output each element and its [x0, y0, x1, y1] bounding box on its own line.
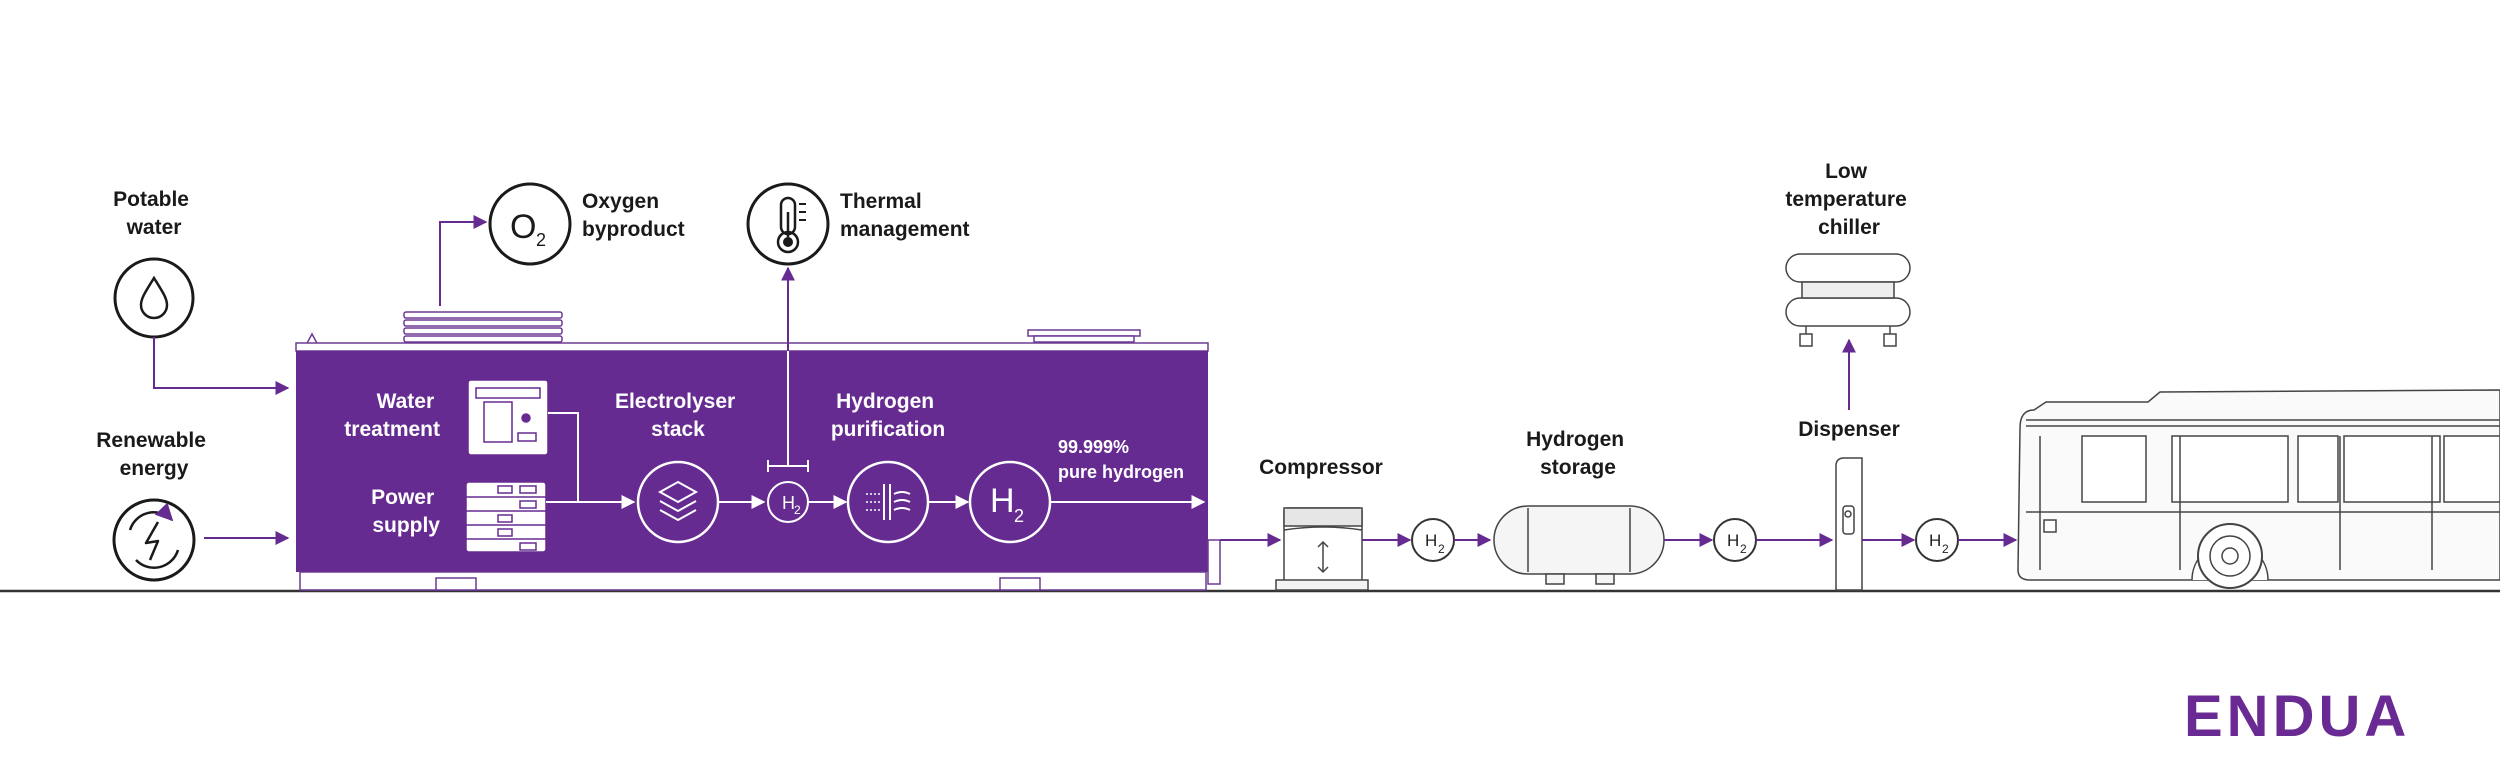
treatment-flow-line [548, 412, 579, 502]
svg-text:Power supply: Power supply [371, 486, 440, 537]
svg-text:Hydrogen storage: Hydrogen storage [1526, 428, 1630, 479]
purity-label-1: 99.999% [1058, 437, 1129, 457]
storage-label-1: Hydrogen [1526, 428, 1624, 451]
purity-label-2: pure hydrogen [1058, 462, 1184, 482]
oxygen-subscript: 2 [536, 230, 546, 250]
oxygen-icon: O 2 [488, 182, 572, 266]
power-supply-label-1: Power [371, 486, 434, 509]
chiller-label-2: temperature [1785, 188, 1906, 211]
h2-marker-3-symbol: H [1929, 531, 1941, 550]
chiller-icon [1785, 253, 1911, 347]
thermal-label-1: Thermal [840, 190, 922, 213]
container-body [296, 351, 1208, 572]
svg-text:Potable water: Potable water [113, 188, 195, 239]
endua-logo: ENDUA [2184, 684, 2410, 749]
electrolyser-stack-label-1: Electrolyser [615, 390, 735, 413]
potable-water-label-1: Potable [113, 188, 189, 211]
electrolyser-stack-label-2: stack [651, 418, 705, 441]
hydrogen-icon: H 2 [968, 460, 1052, 544]
water-treatment-label-2: treatment [344, 418, 440, 441]
inner-h2-marker: H 2 [767, 481, 809, 523]
purification-icon [846, 460, 930, 544]
purification-label-1: Hydrogen [836, 390, 934, 413]
thermal-label-2: management [840, 218, 970, 241]
renewable-energy-label-1: Renewable [96, 429, 206, 452]
svg-text:Renewable energy: Renewable energy [96, 429, 212, 480]
dispenser-label: Dispenser [1798, 418, 1900, 441]
water-treatment-unit-icon [467, 379, 549, 456]
storage-label-2: storage [1540, 456, 1616, 479]
storage-tank-icon [1493, 505, 1665, 585]
hydrogen-storage: Hydrogen storage [1493, 428, 1665, 585]
water-treatment-label-1: Water [377, 390, 435, 413]
oxygen-flow-arrow [439, 215, 488, 306]
layers-icon [636, 460, 720, 544]
h2-marker-1-symbol: H [1425, 531, 1437, 550]
inner-h2-symbol: H [782, 493, 795, 513]
h2-marker-3: H 2 [1915, 518, 1959, 562]
h2-subscript: 2 [1014, 506, 1024, 526]
oxygen-label-2: byproduct [582, 218, 685, 241]
svg-text:Hydrogen purification: Hydrogen purification [831, 390, 945, 441]
roof-vent [403, 311, 563, 343]
potable-water-input: Potable water [113, 188, 195, 339]
compressor: Compressor [1259, 456, 1383, 591]
oxygen-output: O 2 Oxygen byproduct [488, 182, 685, 266]
thermal-output: Thermal management [746, 182, 970, 266]
dispenser-icon [1835, 457, 1863, 591]
h2-symbol: H [990, 482, 1015, 520]
oxygen-label-1: Oxygen [582, 190, 659, 213]
h2-marker-3-subscript: 2 [1942, 542, 1949, 556]
water-flow-arrow [153, 337, 290, 395]
compressor-label: Compressor [1259, 456, 1383, 479]
chiller-label-1: Low [1825, 160, 1868, 183]
h2-marker-1: H 2 [1411, 518, 1455, 562]
bus-icon [2017, 389, 2500, 589]
dispenser: Dispenser [1798, 418, 1900, 591]
inner-h2-subscript: 2 [794, 503, 801, 517]
roof-hatch [1027, 329, 1141, 343]
svg-text:Water treatment: Water treatment [344, 390, 440, 441]
chiller-label-3: chiller [1818, 216, 1880, 239]
h2-marker-2: H 2 [1713, 518, 1757, 562]
h2-marker-2-subscript: 2 [1740, 542, 1747, 556]
potable-water-label-2: water [126, 216, 182, 239]
renewable-energy-icon [112, 498, 196, 582]
oxygen-symbol: O [510, 208, 536, 246]
power-supply-label-2: supply [372, 514, 440, 537]
renewable-energy-label-2: energy [120, 457, 189, 480]
svg-text:Electrolyser stack: Electrolyser stack [615, 390, 741, 441]
h2-marker-1-subscript: 2 [1438, 542, 1445, 556]
renewable-energy-input: Renewable energy [96, 429, 212, 582]
svg-text:99.999% pure hydrogen: 99.999% pure hydrogen [1058, 437, 1184, 482]
water-drop-icon [113, 257, 195, 339]
svg-text:Oxygen byproduct: Oxygen byproduct [582, 190, 685, 241]
chiller: Low temperature chiller [1785, 160, 1912, 347]
compressor-icon [1275, 507, 1369, 591]
power-supply-rack-icon [465, 481, 547, 553]
svg-text:Low temperature ch: Low temperature chiller [1785, 160, 1912, 239]
thermometer-icon [746, 182, 830, 266]
purification-label-2: purification [831, 418, 945, 441]
svg-text:Thermal management: Thermal management [840, 190, 970, 241]
electrolyser-container: Water treatment Power supply Electrolyse… [295, 311, 1221, 591]
h2-marker-2-symbol: H [1727, 531, 1739, 550]
